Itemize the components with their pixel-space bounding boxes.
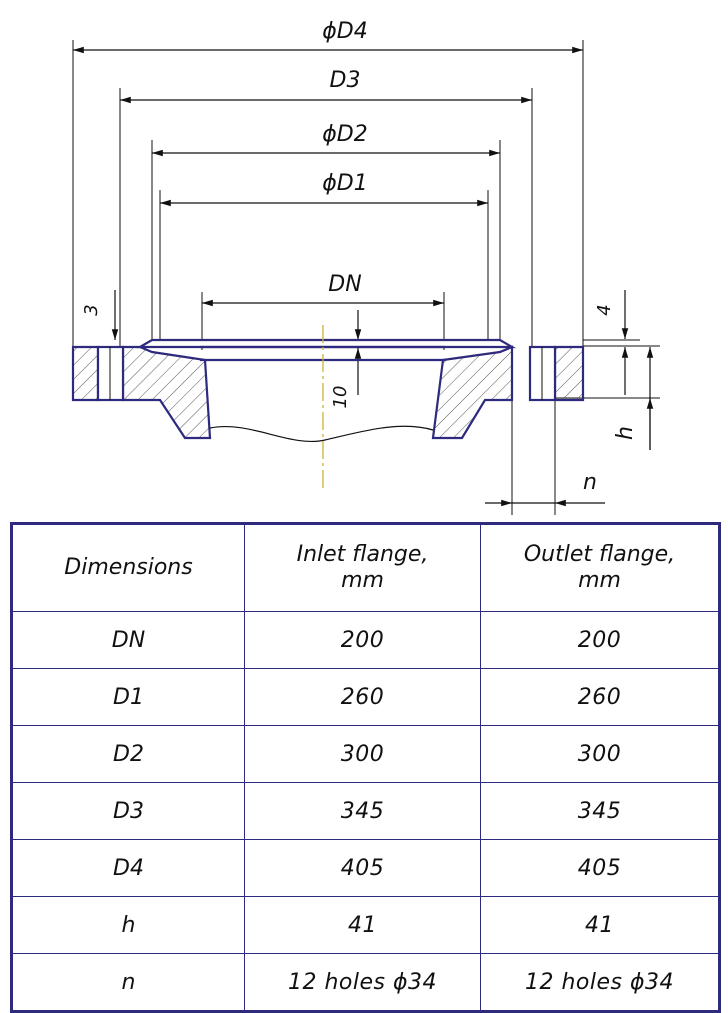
row-name: D3 [11,782,245,840]
label-10: 10 [330,386,351,409]
inlet-value: 345 [244,782,481,840]
header-dimensions: Dimensions [11,523,245,612]
break-line [209,425,434,442]
label-h: h [613,426,638,440]
table-row: D2 300 300 [11,725,720,783]
table-row: n 12 holes ϕ34 12 holes ϕ34 [11,953,720,1012]
inlet-value: 12 holes ϕ34 [244,953,481,1012]
outlet-value: 41 [480,896,720,954]
outlet-value: 300 [480,725,720,783]
row-name: D2 [11,725,245,783]
hole-details [109,347,543,400]
outlet-value: 345 [480,782,720,840]
outlet-value: 200 [480,611,720,669]
label-d1: ϕD1 [322,171,367,196]
row-name: D1 [11,668,245,726]
outlet-value: 260 [480,668,720,726]
inlet-value: 260 [244,668,481,726]
extension-lines [72,40,660,515]
flange-drawing: ϕD4 D3 ϕD2 ϕD1 DN 3 4 10 h n [71,19,660,515]
flange-section [71,338,585,440]
outlet-value: 405 [480,839,720,897]
label-4: 4 [594,304,615,315]
label-d2: ϕD2 [322,122,367,147]
table-row: D1 260 260 [11,668,720,726]
label-d3: D3 [330,68,361,93]
dimensions-table: Dimensions Inlet flange, mm Outlet flang… [10,522,721,1013]
table-header-row: Dimensions Inlet flange, mm Outlet flang… [11,523,720,612]
label-3: 3 [81,304,102,315]
outlet-value: 12 holes ϕ34 [480,953,720,1012]
header-outlet-flange: Outlet flange, mm [480,523,720,612]
inlet-value: 41 [244,896,481,954]
row-name: D4 [11,839,245,897]
inlet-value: 300 [244,725,481,783]
row-name: h [11,896,245,954]
label-d4: ϕD4 [322,19,367,44]
inlet-value: 200 [244,611,481,669]
label-dn: DN [328,272,361,297]
table-row: D4 405 405 [11,839,720,897]
label-n: n [583,470,597,495]
row-name: DN [11,611,245,669]
dimension-lines [73,46,654,507]
table-row: D3 345 345 [11,782,720,840]
row-name: n [11,953,245,1012]
table-row: h 41 41 [11,896,720,954]
header-inlet-flange: Inlet flange, mm [244,523,481,612]
inlet-value: 405 [244,839,481,897]
table-row: DN 200 200 [11,611,720,669]
